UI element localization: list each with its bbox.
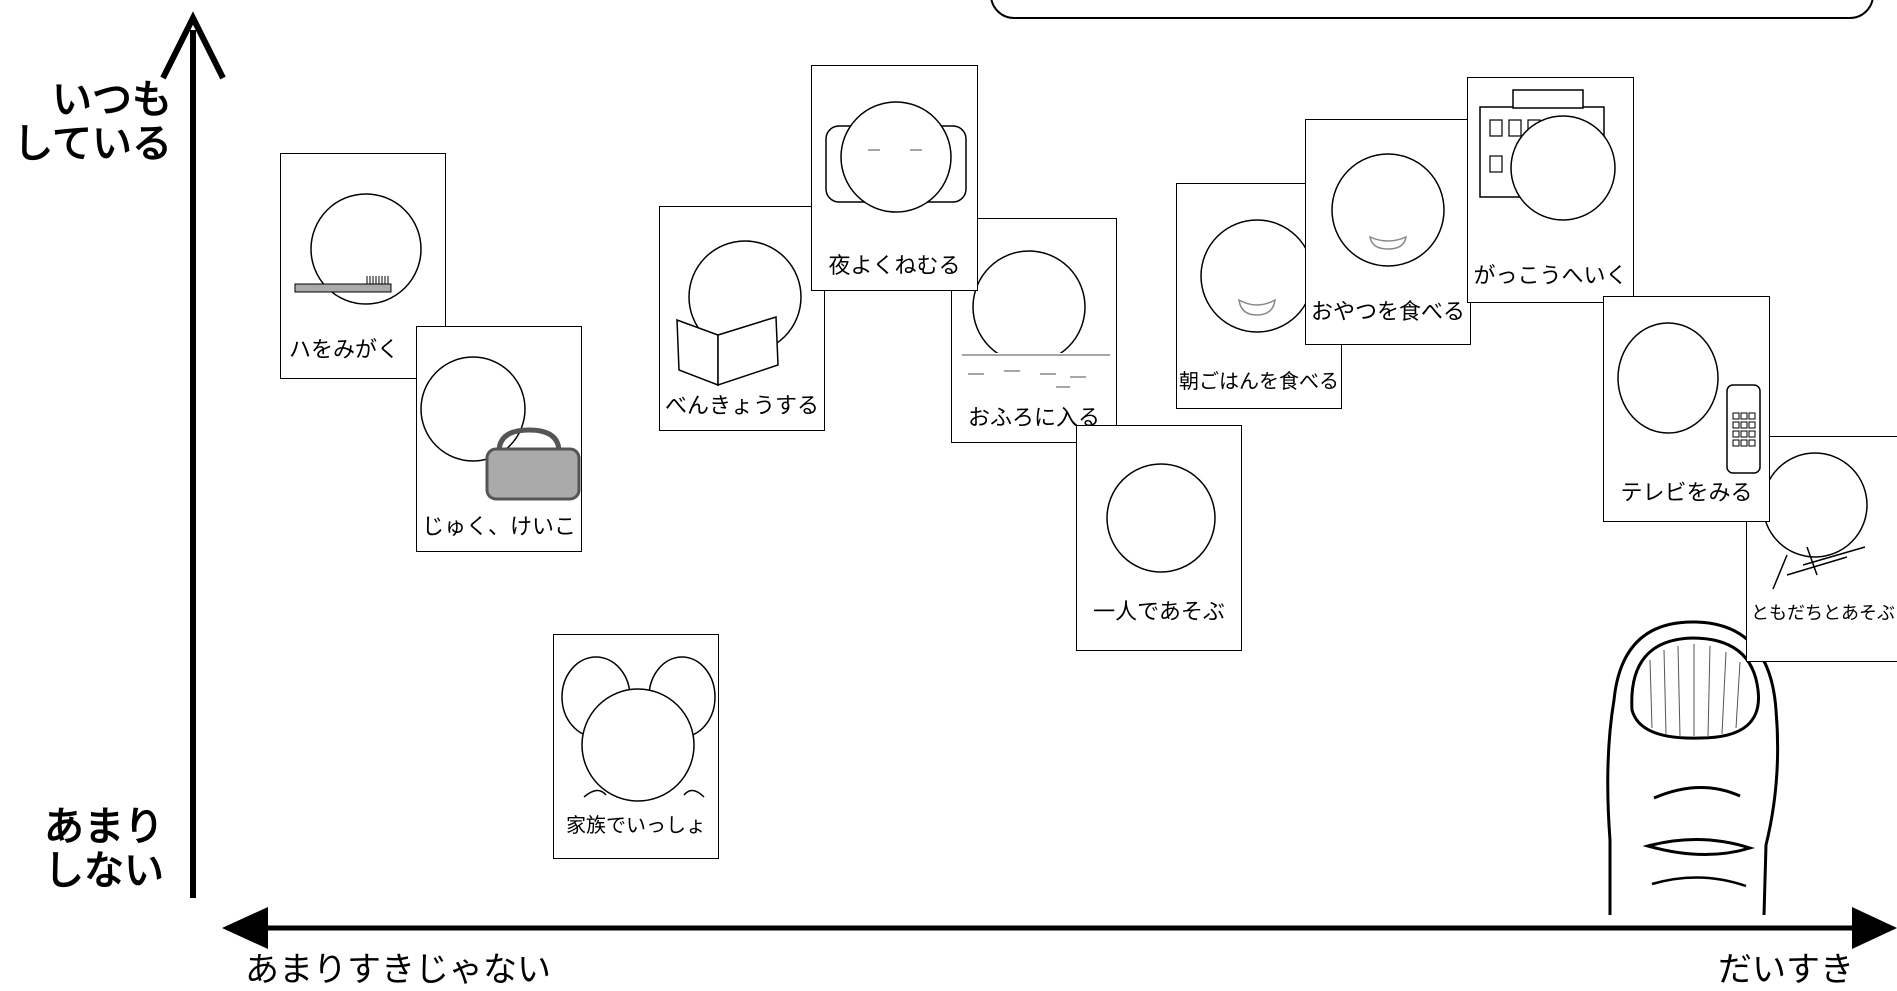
toothbrush-icon [294, 193, 422, 305]
y-top-label-line1: いつも [52, 77, 172, 123]
y-bottom-label: あまり しない [0, 805, 164, 893]
face-icon [1106, 463, 1216, 573]
y-bottom-label-line2: しない [44, 848, 164, 894]
x-right-label: だいすき [1718, 950, 1854, 990]
card-alone: 一人であそぶ [1076, 425, 1242, 651]
book-icon [676, 240, 802, 387]
card-label: おやつを食べる [1310, 300, 1465, 325]
card-label: がっこうへいく [1473, 264, 1628, 289]
card-label: テレビをみる [1620, 481, 1753, 506]
card-tv: テレビをみる [1603, 296, 1770, 522]
family-faces-icon [561, 656, 716, 802]
school-building-icon [1479, 89, 1616, 221]
card-label: ハをみがく [289, 338, 400, 363]
y-top-label-line2: している [13, 121, 172, 167]
smile-icon [1331, 153, 1445, 267]
card-study: べんきょうする [659, 206, 825, 431]
x-axis-right-arrow-icon [1852, 907, 1897, 949]
card-label: じゅく、けいこ [421, 515, 576, 540]
y-bottom-label-line1: あまり [44, 804, 164, 850]
card-label: べんきょうする [664, 394, 819, 419]
card-brush-teeth: ハをみがく [280, 153, 446, 379]
y-top-label: いつも している [0, 78, 172, 166]
card-label: 一人であそぶ [1093, 600, 1225, 625]
card-label: 家族でいっしょ [566, 813, 706, 837]
x-axis-left-arrow-icon [222, 907, 268, 949]
card-school: がっこうへいく [1467, 77, 1634, 303]
card-snack: おやつを食べる [1305, 119, 1471, 345]
y-axis-arrow-icon [160, 11, 226, 80]
card-label: 夜よくねむる [828, 254, 961, 279]
x-left-label: あまりすきじゃない [245, 950, 551, 990]
card-bath: おふろに入る [951, 218, 1117, 443]
water-icon [962, 250, 1110, 413]
speech-box [990, 0, 1874, 19]
pillow-icon [825, 101, 967, 213]
thumb-icon [1606, 620, 1780, 915]
card-family: 家族でいっしょ [553, 634, 719, 859]
card-juku: じゅく、けいこ [416, 326, 582, 552]
card-label: 朝ごはんを食べる [1179, 369, 1339, 393]
card-label: ともだちとあそぶ [1751, 603, 1895, 624]
card-friends: ともだちとあそぶ [1746, 436, 1897, 662]
remote-control-icon [1617, 322, 1761, 474]
bag-icon [420, 356, 581, 501]
card-sleep: 夜よくねむる [811, 65, 978, 291]
